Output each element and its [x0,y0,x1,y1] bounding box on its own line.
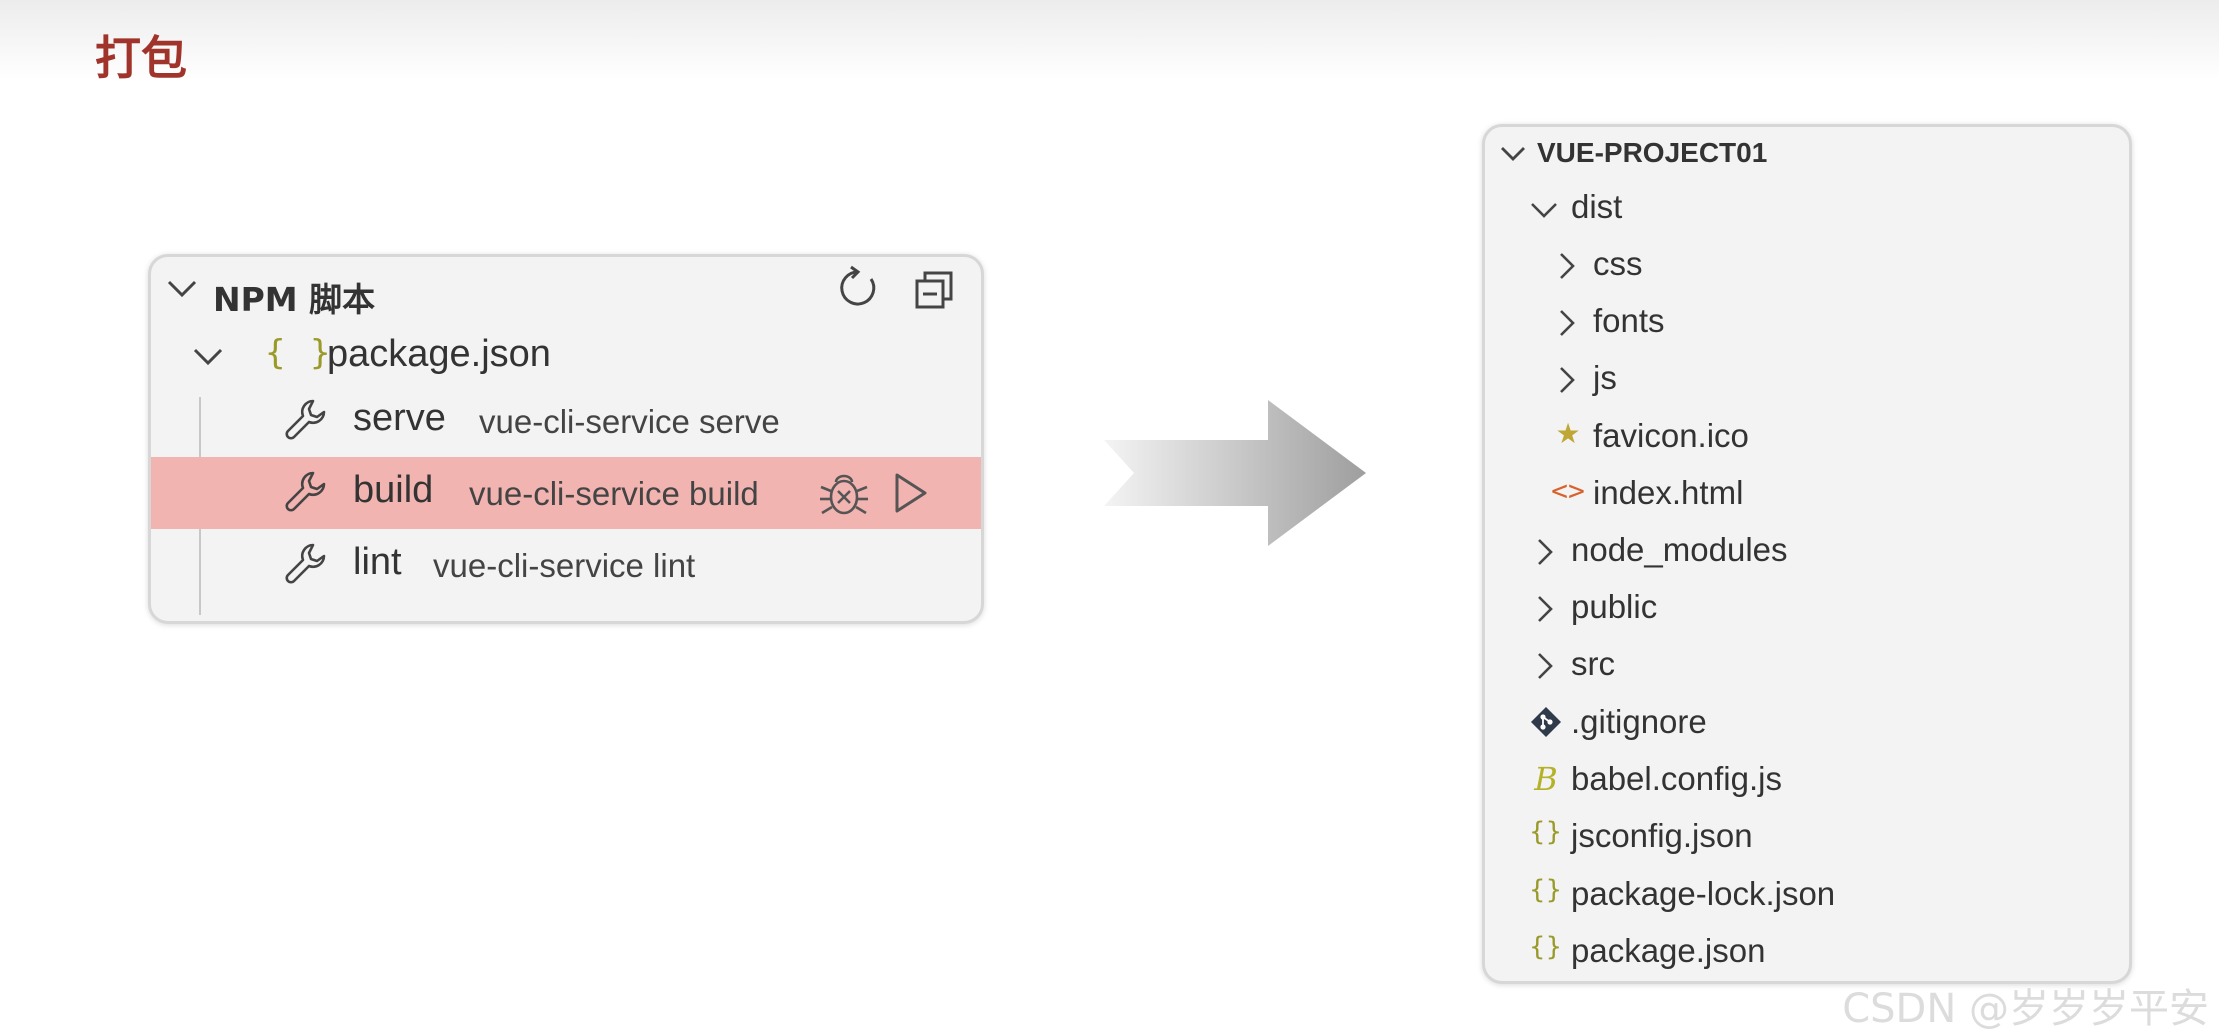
run-icon[interactable] [891,471,931,515]
chevron-right-icon [1538,653,1553,679]
tree-item-label: js [1593,359,1617,396]
slide-title: 打包 [95,31,187,85]
tree-item-label: node_modules [1571,531,1788,568]
script-command: vue-cli-service lint [433,547,696,584]
tree-item-label: package.json [1571,932,1766,969]
npm-scripts-header[interactable]: NPM 脚本 [151,257,981,319]
top-band [0,0,2219,80]
json-icon: { } [265,333,333,373]
npm-scripts-panel: NPM 脚本 { } package.json serve vue-cli-se… [148,254,984,624]
babel-icon: B [1534,760,1558,798]
chevron-right-icon [1560,367,1575,393]
wrench-icon [285,471,326,512]
tree-item-label: public [1571,588,1658,625]
watermark: CSDN @岁岁岁平安 [1842,986,2209,1032]
tree-item-label: favicon.ico [1593,417,1749,454]
script-command: vue-cli-service build [469,475,759,512]
explorer-root-title: VUE-PROJECT01 [1537,137,1768,168]
file-explorer-panel: VUE-PROJECT01 dist css fonts js ★ favico… [1482,124,2132,984]
tree-item-label: jsconfig.json [1571,817,1753,854]
script-command: vue-cli-service serve [479,403,780,440]
debug-icon[interactable] [817,467,871,521]
html-icon: <> [1551,474,1585,507]
json-icon: {} [1529,932,1563,962]
chevron-right-icon [1538,596,1553,622]
tree-item-label: babel.config.js [1571,760,1782,797]
chevron-right-icon [1560,253,1575,279]
tree-item-label: index.html [1593,474,1744,511]
script-name: lint [353,541,402,583]
chevron-down-icon [1531,203,1557,218]
chevron-down-icon[interactable] [1499,139,1527,167]
script-row-serve[interactable]: serve vue-cli-service serve [151,385,981,457]
wrench-icon [285,543,326,584]
tree-item-label: css [1593,245,1643,282]
chevron-down-icon[interactable] [165,271,199,305]
package-json-label: package.json [327,333,551,375]
script-name: build [353,469,434,511]
right-arrow-graphic [1104,400,1366,546]
package-json-node[interactable]: { } package.json [151,329,981,385]
refresh-icon[interactable] [835,265,881,311]
script-row-build[interactable]: build vue-cli-service build [151,457,981,529]
chevron-down-icon[interactable] [191,339,225,373]
tree-item-label: dist [1571,188,1623,225]
chevron-right-icon [1560,310,1575,336]
tree-item-label: fonts [1593,302,1665,339]
git-icon [1531,707,1561,737]
tree-item-label: package-lock.json [1571,875,1836,912]
tree-item-label: .gitignore [1571,703,1707,740]
collapse-all-icon[interactable] [913,269,955,311]
star-icon: ★ [1555,418,1581,449]
tree-item-label: src [1571,645,1615,682]
json-icon: {} [1529,875,1563,905]
script-row-lint[interactable]: lint vue-cli-service lint [151,529,981,601]
npm-scripts-title: NPM 脚本 [213,280,376,319]
script-name: serve [353,397,446,439]
wrench-icon [285,399,326,440]
chevron-right-icon [1538,539,1553,565]
json-icon: {} [1529,817,1563,847]
